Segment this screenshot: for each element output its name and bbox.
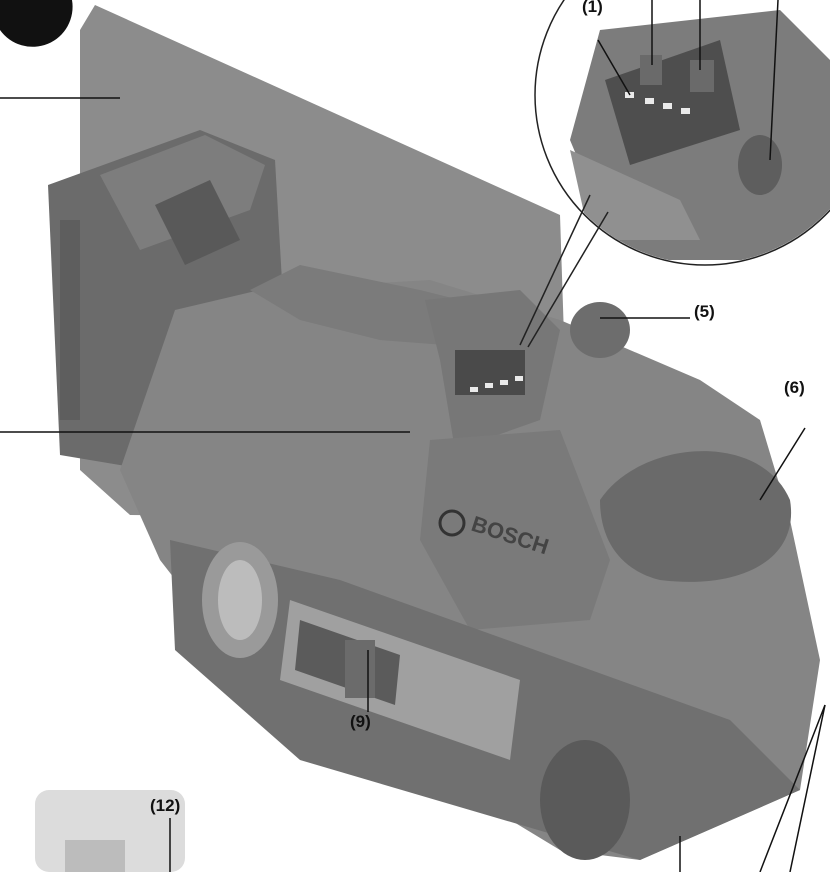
inset-fragment: [35, 790, 185, 872]
belt-lever: [345, 640, 375, 698]
bosch-logo: [438, 509, 466, 537]
battery-pack: [48, 130, 290, 470]
page-badge: [0, 0, 73, 47]
dust-port: [570, 302, 630, 358]
callout-1: (1): [582, 0, 603, 16]
leds: [470, 376, 523, 392]
front-knob: [600, 451, 792, 582]
rear-roller: [540, 740, 630, 860]
sander-body: BOSCH: [120, 265, 820, 860]
detail-magnifier: [519, 0, 830, 348]
callout-12: (12): [150, 796, 181, 815]
callout-6: (6): [784, 378, 805, 397]
callout-9: (9): [350, 712, 371, 731]
callout-5: (5): [694, 302, 715, 321]
